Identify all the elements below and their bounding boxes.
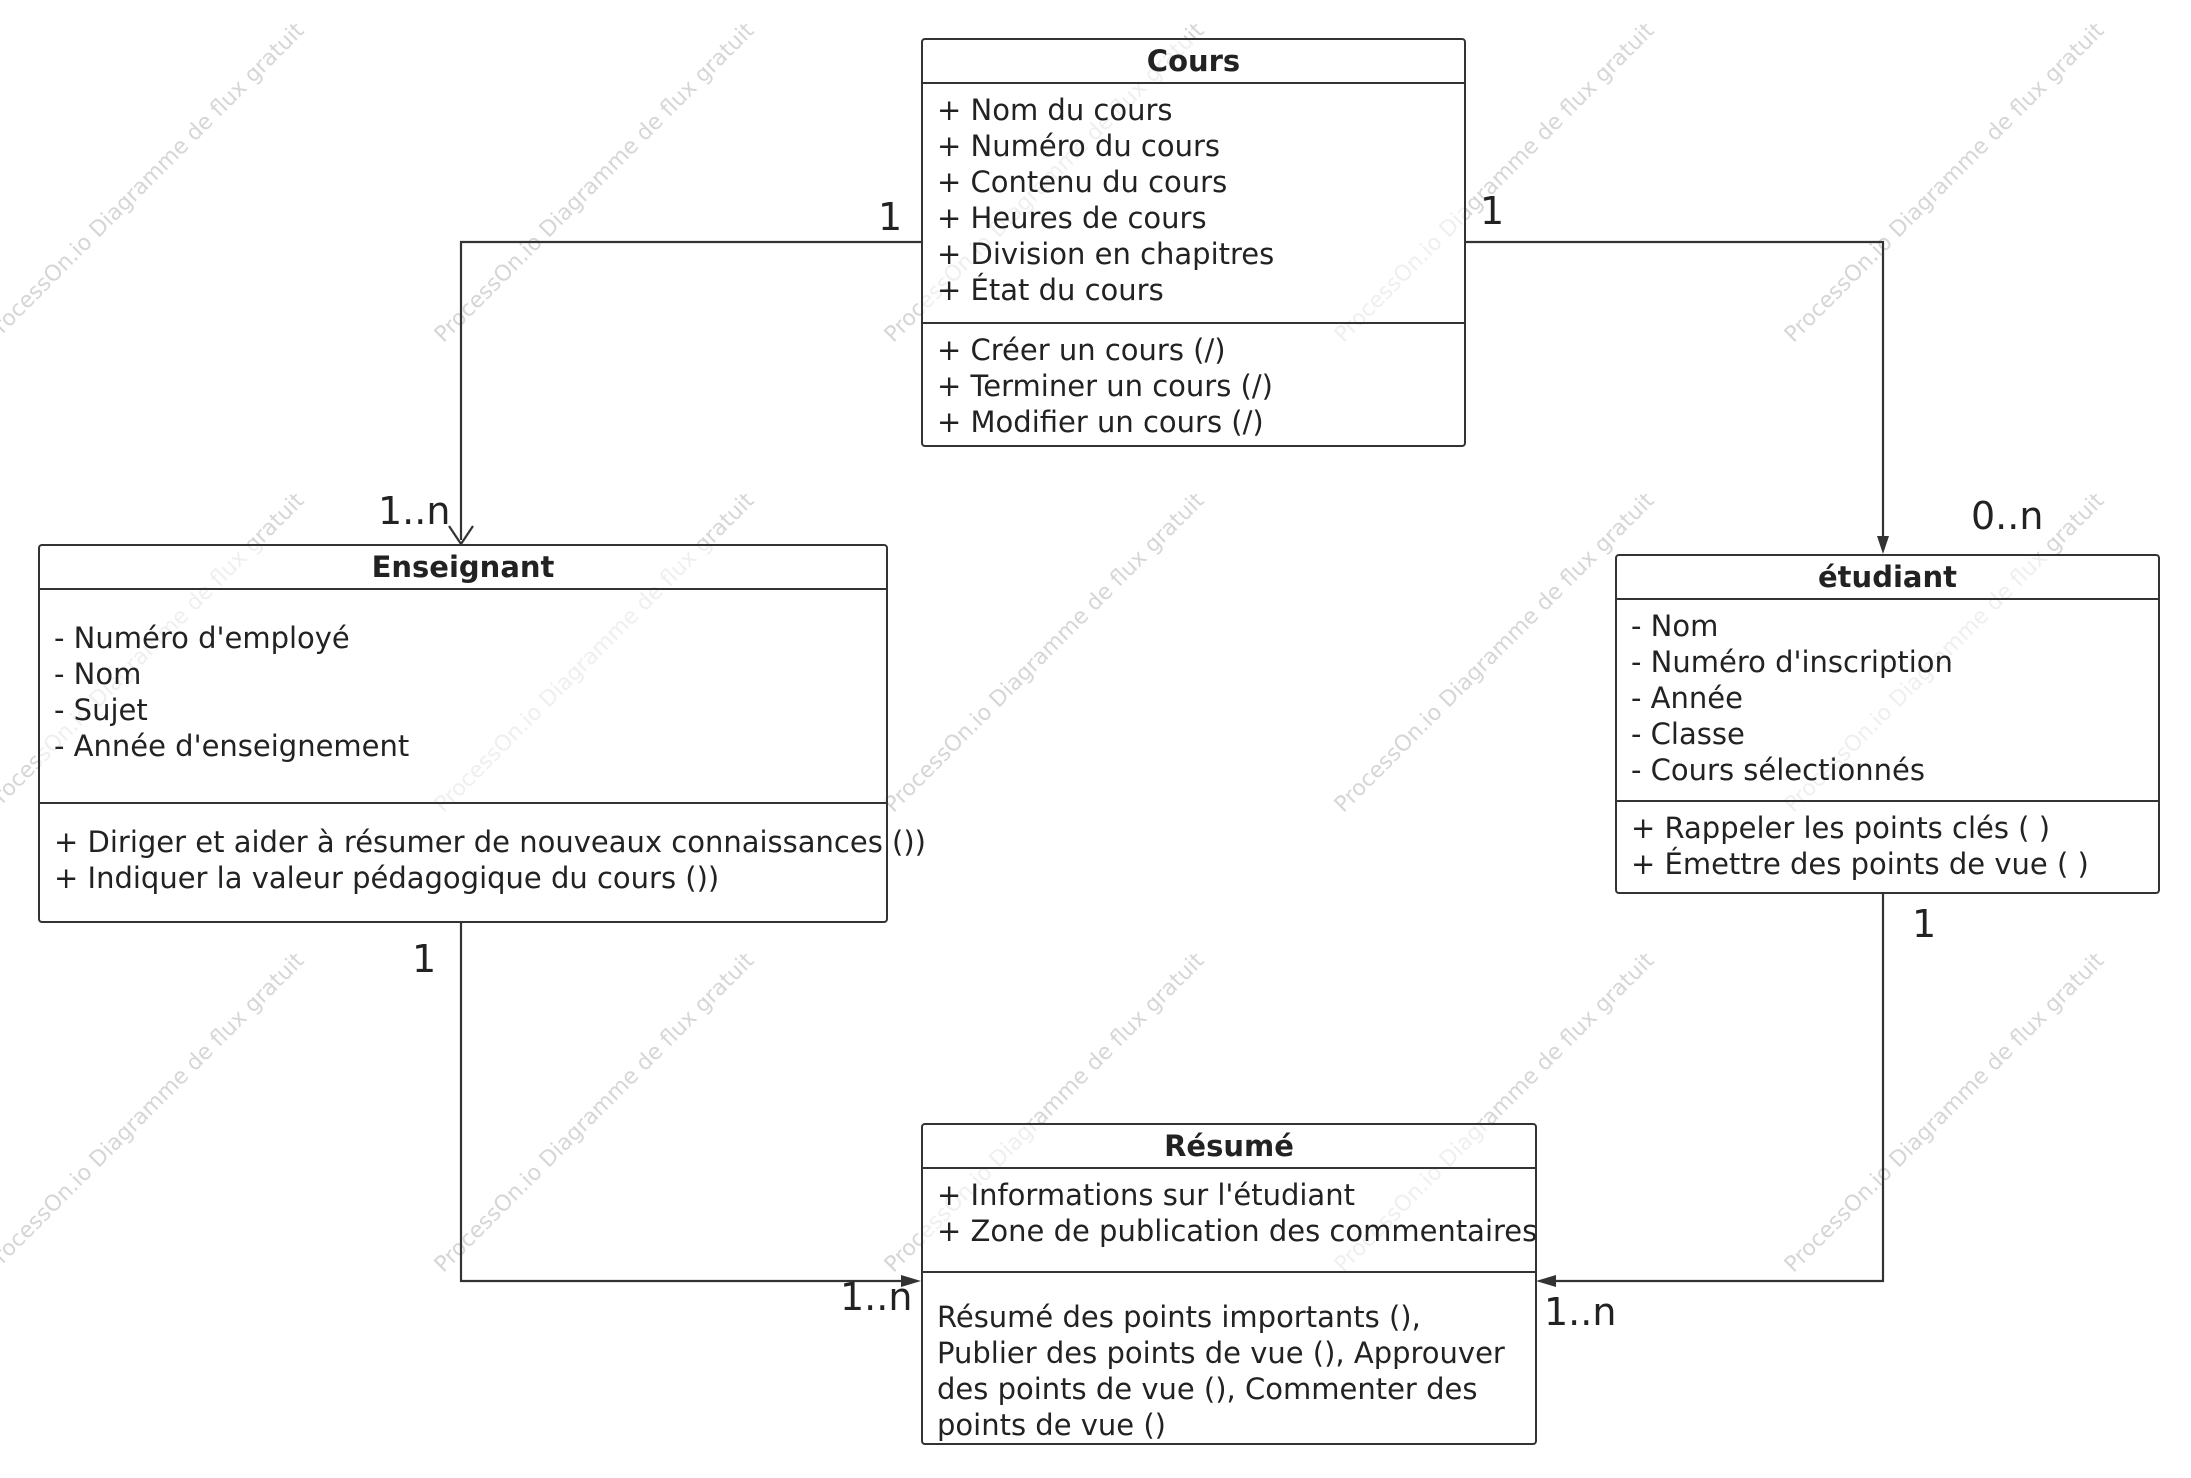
method: Résumé des points importants (), Publier…	[937, 1300, 1505, 1442]
method: + Modifier un cours (/)	[937, 405, 1264, 439]
attribute: - Année d'enseignement	[54, 729, 410, 763]
attribute: + Division en chapitres	[937, 237, 1275, 271]
multiplicity-label: 1	[878, 195, 903, 239]
attribute: + Numéro du cours	[937, 129, 1221, 163]
filled-arrowhead	[901, 1275, 921, 1287]
attribute: - Cours sélectionnés	[1631, 753, 1925, 787]
filled-arrowhead	[1877, 536, 1889, 554]
attributes-section: + Informations sur l'étudiant + Zone de …	[923, 1169, 1538, 1271]
attributes-section: - Nom - Numéro d'inscription - Année - C…	[1617, 600, 2158, 800]
attribute: + Nom du cours	[937, 93, 1173, 127]
multiplicity-label: 1	[412, 937, 437, 981]
multiplicity-label: 1..n	[840, 1275, 913, 1319]
multiplicity-label: 1..n	[1544, 1290, 1617, 1334]
class-resume[interactable]: Résumé + Informations sur l'étudiant + Z…	[921, 1123, 1537, 1445]
method: + Diriger et aider à résumer de nouveaux…	[54, 825, 926, 859]
methods-section: Résumé des points importants (), Publier…	[923, 1271, 1535, 1451]
attribute: - Nom	[1631, 609, 1719, 643]
class-cours[interactable]: Cours + Nom du cours + Numéro du cours +…	[921, 38, 1466, 447]
association-cours-enseignant[interactable]	[459, 240, 921, 540]
attribute: - Année	[1631, 681, 1743, 715]
attributes-section: + Nom du cours + Numéro du cours + Conte…	[923, 84, 1464, 322]
class-title: Enseignant	[40, 546, 886, 590]
class-enseignant[interactable]: Enseignant - Numéro d'employé - Nom - Su…	[38, 544, 926, 923]
method: + Terminer un cours (/)	[937, 369, 1273, 403]
methods-section: + Diriger et aider à résumer de nouveaux…	[40, 802, 926, 904]
multiplicity-label: 1..n	[378, 489, 451, 533]
attribute: - Numéro d'employé	[54, 621, 350, 655]
method: + Indiquer la valeur pédagogique du cour…	[54, 861, 720, 895]
multiplicity-label: 0..n	[1971, 494, 2044, 538]
attribute: - Classe	[1631, 717, 1745, 751]
association-enseignant-resume[interactable]	[459, 922, 905, 1283]
filled-arrowhead	[1536, 1275, 1556, 1287]
multiplicity-label: 1	[1480, 189, 1505, 233]
attribute: - Numéro d'inscription	[1631, 645, 1953, 679]
attribute: + Heures de cours	[937, 201, 1207, 235]
attribute: - Sujet	[54, 693, 148, 727]
methods-section: + Rappeler les points clés ( ) + Émettre…	[1617, 800, 2158, 890]
methods-section: + Créer un cours (/) + Terminer un cours…	[923, 322, 1464, 448]
attribute: + Contenu du cours	[937, 165, 1228, 199]
association-etudiant-resume[interactable]	[1552, 893, 1885, 1283]
multiplicity-label: 1	[1912, 902, 1937, 946]
attribute: + Informations sur l'étudiant	[937, 1178, 1355, 1212]
attribute: - Nom	[54, 657, 142, 691]
class-title: Cours	[923, 40, 1464, 84]
attributes-section: - Numéro d'employé - Nom - Sujet - Année…	[40, 590, 886, 802]
method: + Créer un cours (/)	[937, 333, 1226, 367]
method: + Rappeler les points clés ( )	[1631, 811, 2051, 845]
class-title: étudiant	[1617, 556, 2158, 600]
class-title: Résumé	[923, 1125, 1535, 1169]
method: + Émettre des points de vue ( )	[1631, 847, 2089, 881]
attribute: + Zone de publication des commentaires	[937, 1214, 1538, 1248]
association-cours-etudiant[interactable]	[1465, 240, 1885, 540]
class-etudiant[interactable]: étudiant - Nom - Numéro d'inscription - …	[1615, 554, 2160, 894]
attribute: + État du cours	[937, 273, 1164, 307]
